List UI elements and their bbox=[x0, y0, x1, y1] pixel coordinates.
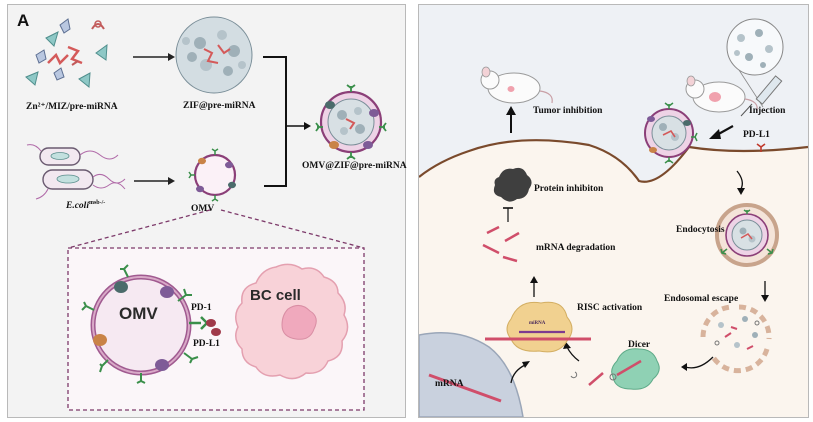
endocytosis-label: Endocytosis bbox=[676, 225, 725, 235]
panel-b: B bbox=[418, 4, 809, 418]
pd-l1-receptor-icon bbox=[756, 143, 766, 152]
dicer-label: Dicer bbox=[628, 340, 651, 350]
protein-inhibition-label: Protein inhibiton bbox=[534, 184, 604, 194]
risc-complex-icon bbox=[485, 301, 591, 353]
endosomal-escape-icon bbox=[700, 304, 772, 374]
panel-a-letter: A bbox=[17, 11, 30, 30]
pd1-label: PD-1 bbox=[191, 303, 212, 313]
endosome-icon bbox=[715, 203, 779, 267]
pd-l1-ligand-icon bbox=[206, 319, 216, 327]
mrna-fragments-icon bbox=[482, 225, 520, 263]
omv-vesicle-icon bbox=[188, 148, 237, 202]
omv-zif-particle-icon bbox=[315, 84, 387, 160]
treated-mouse-icon bbox=[480, 66, 553, 104]
injection-label: Injection bbox=[749, 106, 786, 116]
mrna-label: mRNA bbox=[435, 379, 464, 389]
injected-mouse-icon bbox=[685, 75, 758, 113]
zif-label: ZIF@pre-miRNA bbox=[183, 101, 256, 111]
nucleus-icon bbox=[419, 332, 524, 417]
omv-label: OMV bbox=[191, 204, 215, 214]
mrna-degradation-label: mRNA degradation bbox=[536, 243, 616, 253]
tumor-inhibition-label: Tumor inhibition bbox=[533, 106, 603, 116]
protein-aggregate-icon bbox=[493, 167, 532, 202]
pdl1-label: PD-L1 bbox=[193, 339, 220, 349]
bc-cell-label: BC cell bbox=[250, 287, 301, 304]
endosomal-escape-label: Endosomal escape bbox=[664, 294, 739, 304]
omv-big-label: OMV bbox=[119, 304, 158, 323]
ecoli-genotype: msb-/- bbox=[88, 200, 106, 206]
ecoli-name: E.coli bbox=[66, 201, 89, 212]
omv-large-icon bbox=[81, 264, 199, 384]
ecoli-bacteria-icon bbox=[26, 144, 126, 200]
cell-membrane bbox=[419, 139, 808, 183]
zif-crystal-icon bbox=[175, 16, 253, 94]
dicer-enzyme-icon bbox=[609, 348, 660, 390]
zn-miz-label: Zn²⁺/MIZ/pre-miRNA bbox=[26, 102, 118, 112]
membrane-nanoparticle-icon bbox=[644, 102, 698, 164]
mirna-label: miRNA bbox=[529, 321, 546, 326]
panel-a: A bbox=[7, 4, 407, 418]
pdl1-label-b: PD-L1 bbox=[743, 130, 770, 140]
risc-activation-label: RISC activation bbox=[577, 303, 643, 313]
panel-a-graphics bbox=[25, 16, 387, 411]
precursor-molecules-icon bbox=[25, 18, 108, 88]
omv-zif-label: OMV@ZIF@pre-miRNA bbox=[302, 161, 407, 171]
ecoli-label: E.colimsb-/- bbox=[66, 200, 105, 211]
syringe-nanoparticles-icon bbox=[726, 18, 784, 117]
mrna-strand-icon bbox=[428, 373, 502, 403]
panel-b-graphics bbox=[419, 5, 808, 417]
